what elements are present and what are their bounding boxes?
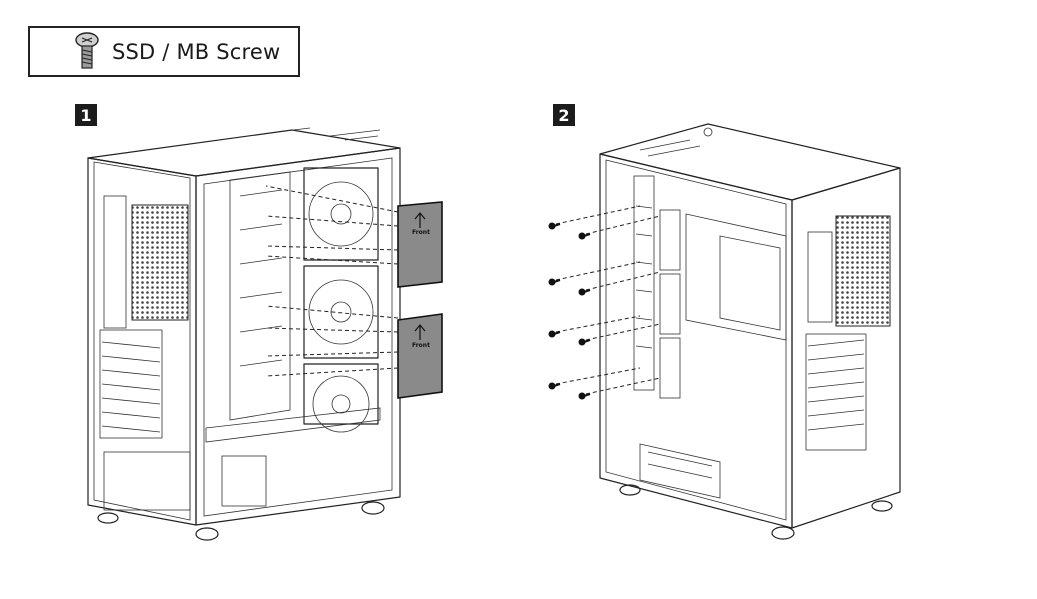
case-body-rear	[599, 123, 901, 540]
screws	[548, 205, 661, 400]
legend-label: SSD / MB Screw	[112, 39, 281, 64]
screw-icon	[548, 278, 561, 286]
screw-icon	[578, 232, 591, 240]
pci-slots-rear	[805, 333, 867, 451]
screw-icon	[578, 338, 591, 346]
step-1-badge: 1	[75, 104, 97, 126]
ssd-upper-label: Front	[412, 229, 430, 236]
screw-icon	[578, 288, 591, 296]
case-body	[87, 127, 401, 541]
front-fans	[303, 167, 379, 433]
screw-icon	[548, 382, 561, 390]
ssd-bracket-lower: Front	[397, 313, 443, 399]
ssd-bracket-upper: Front	[397, 201, 443, 288]
screw-icon	[75, 31, 99, 69]
screw-icon	[578, 392, 591, 400]
screw-legend: SSD / MB Screw	[28, 26, 300, 77]
step-2-badge: 2	[553, 104, 575, 126]
ssd-lower-label: Front	[412, 342, 430, 349]
pci-slots	[99, 329, 163, 439]
screw-icon	[548, 330, 561, 338]
arrow-up-icon	[414, 324, 426, 340]
arrow-up-icon	[414, 212, 426, 228]
screw-icon	[548, 222, 561, 230]
